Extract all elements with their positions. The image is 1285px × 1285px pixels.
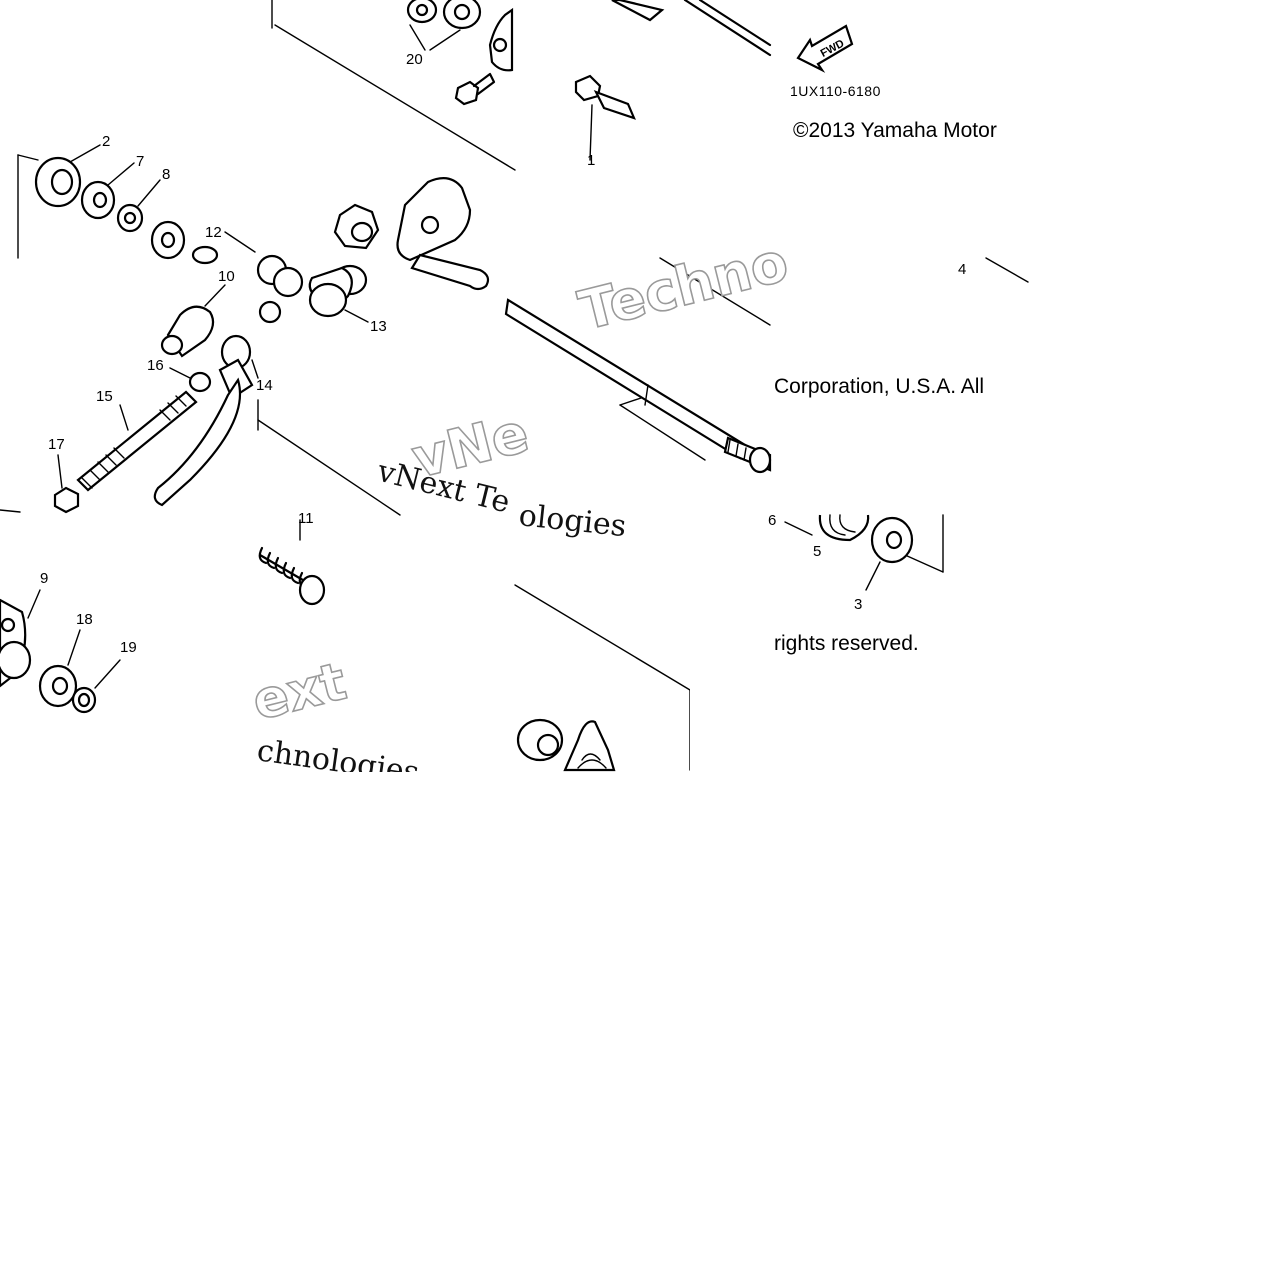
callout-8: 8 (162, 166, 170, 183)
collar-lower (516, 718, 616, 772)
callout-17: 17 (48, 436, 65, 453)
nut-16 (169, 367, 212, 393)
callout-16: 16 (147, 357, 164, 374)
callout-11: 11 (298, 510, 314, 527)
callout-labels: 1 2 3 4 5 6 7 8 9 10 11 12 13 14 15 16 1… (40, 51, 966, 656)
shift-rod-15 (76, 390, 198, 492)
callout-3: 3 (854, 596, 862, 613)
spring-coil-5 (784, 514, 870, 542)
watermark-ologies: ologies (517, 498, 628, 544)
rod-end-10 (160, 284, 226, 358)
copyright-line-1: ©2013 Yamaha Motor (793, 119, 997, 142)
bushing-13 (308, 264, 369, 323)
callout-20: 20 (406, 51, 423, 68)
washer-7 (80, 162, 135, 220)
copyright-line-2: Corporation, U.S.A. All (774, 375, 984, 398)
part-code: 1UX110-6180 (790, 83, 881, 99)
hex-bolt (454, 72, 496, 106)
shift-shaft (504, 298, 772, 474)
callout-14: 14 (256, 377, 273, 394)
lever-9 (0, 589, 41, 688)
callout-2: 2 (102, 133, 110, 150)
callout-10: 10 (218, 268, 235, 285)
watermark-ext: ext (247, 652, 352, 733)
callout-19: 19 (120, 639, 137, 656)
washer-pair-20 (406, 0, 482, 51)
seal-2 (34, 144, 101, 208)
callout-9: 9 (40, 570, 48, 587)
mount-bracket (488, 7, 514, 72)
callout-13: 13 (370, 318, 387, 335)
shift-pedal-14 (153, 334, 259, 507)
clip-19 (71, 659, 121, 714)
washer-3 (865, 516, 914, 591)
stud-bolt-1 (574, 74, 636, 161)
callout-12: 12 (205, 224, 222, 241)
callout-4: 4 (958, 261, 966, 278)
watermark-techno: Techno (573, 230, 794, 342)
shift-arm-plate (333, 177, 490, 291)
shaft-top (611, 0, 772, 57)
callout-15: 15 (96, 388, 113, 405)
nut-8 (116, 179, 161, 233)
callout-1: 1 (587, 152, 595, 169)
callout-18: 18 (76, 611, 93, 628)
joint-small (256, 254, 304, 324)
callout-5: 5 (813, 543, 821, 560)
callout-7: 7 (136, 153, 144, 170)
washer-18 (38, 629, 81, 708)
spring-11 (258, 519, 326, 606)
fwd-arrow-icon: FWD (796, 24, 854, 73)
collar-12 (150, 220, 256, 265)
nut-17 (53, 454, 80, 514)
copyright-line-3: rights reserved. (774, 632, 919, 655)
callout-6: 6 (768, 512, 776, 529)
